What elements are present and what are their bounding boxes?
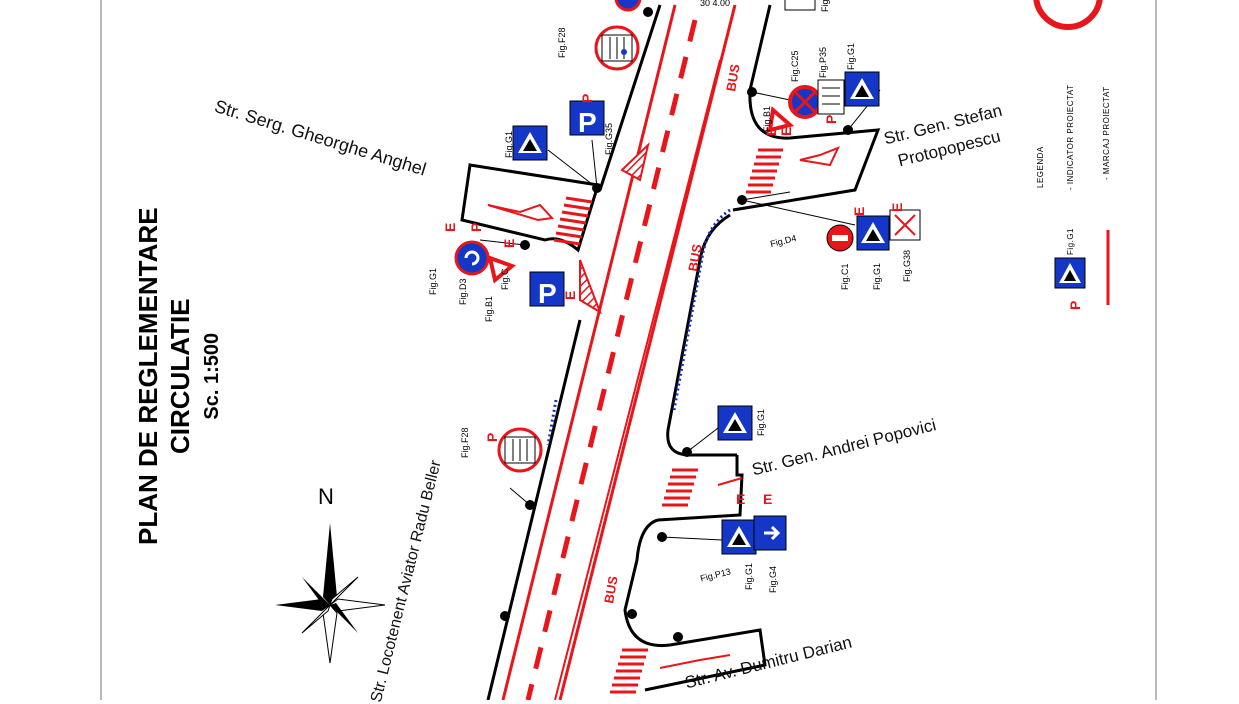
sign-c1-noentry	[826, 224, 854, 252]
fig-label: Fig.P35	[820, 0, 830, 12]
compass-rose	[275, 523, 386, 664]
sign-b1-triangle-a	[487, 254, 516, 284]
red-edge-line-west	[501, 4, 677, 700]
marker-p-4: P	[823, 115, 839, 124]
fig-label: Fig.C	[500, 268, 510, 290]
sign-b1-triangle-b	[767, 106, 795, 133]
svg-text:P: P	[538, 278, 557, 309]
anghel-arrow	[487, 203, 555, 222]
darian-arrow	[659, 654, 731, 669]
hatched-island-1	[620, 141, 650, 182]
popovici-street-outline	[657, 455, 744, 522]
fig-label: Fig.G38	[902, 249, 912, 282]
crosswalk-protopopescu	[746, 148, 783, 194]
darian-street-outline	[644, 628, 767, 692]
main-road-west-curb-lower	[486, 319, 582, 700]
sign-blue-g4	[753, 515, 787, 551]
fig-label: Fig.G1	[744, 562, 754, 590]
north-letter: N	[318, 484, 334, 509]
svg-text:P: P	[578, 107, 597, 138]
legend-sample-fig: Fig.G1	[1066, 227, 1075, 255]
title-block: PLAN DE REGLEMENTARE CIRCULATIE Sc. 1:50…	[132, 207, 228, 545]
curb-blue-mark-1	[672, 208, 731, 411]
marker-e-5: E	[763, 127, 779, 136]
fig-label: Fig.G1	[428, 267, 438, 295]
sign-round-blue-top	[614, 0, 642, 12]
drawing-frame-left	[100, 0, 102, 700]
sign-c25-noparking	[788, 85, 822, 119]
title-line-1: PLAN DE REGLEMENTARE	[133, 207, 163, 545]
fig-label: Fig.G35	[604, 122, 614, 155]
marker-e-6: E	[851, 207, 867, 216]
fig-label: Fig.B1	[762, 105, 772, 132]
sign-blue-g1-d	[717, 405, 753, 441]
sign-blue-g1-a	[512, 125, 548, 161]
marker-p-3: P	[484, 433, 500, 442]
bus-marking-1: BUS	[723, 63, 743, 93]
sign-leader-lines	[479, 89, 881, 541]
fig-label: Fig.B1	[484, 295, 494, 322]
fig-label: Fig.D3	[458, 278, 468, 305]
marker-e-4: E	[778, 127, 794, 136]
sign-blue-parking-b: P	[529, 271, 565, 309]
legend-item-marking: - MARCAJ PROIECTAT	[1102, 86, 1111, 180]
bus-marking-2: BUS	[685, 243, 705, 273]
dimension-label: 30 4.00	[700, 0, 730, 8]
main-road-east-curb-upper	[748, 4, 772, 91]
marker-e-2: E	[501, 239, 517, 248]
sign-g38	[889, 209, 921, 241]
sign-blue-g1-b	[844, 71, 880, 107]
marker-e-8: E	[736, 491, 745, 507]
title-line-2: CIRCULATIE	[165, 298, 195, 454]
marker-e-9: E	[763, 491, 772, 507]
sign-blue-legend	[1054, 257, 1086, 289]
marker-p-legend: P	[1067, 301, 1083, 310]
sign-p35	[817, 79, 845, 115]
sign-blue-g1-c	[856, 215, 890, 251]
sign-p35-top	[784, 0, 816, 11]
red-center-dashed	[525, 19, 698, 700]
legend-item-sign: - INDICATOR PROIECTAT	[1066, 84, 1075, 190]
fig-label: Fig.G4	[768, 565, 778, 593]
sign-f28-a	[594, 25, 640, 71]
marker-p-1: P	[468, 223, 484, 232]
main-road-east-curb-lower	[623, 518, 671, 648]
main-road-west-curb	[598, 4, 662, 191]
fig-label: Fig.G1	[846, 42, 856, 70]
sign-blue-parking-a: P	[569, 100, 605, 138]
sign-f28-b	[497, 427, 543, 473]
sign-blue-g1-e	[721, 519, 757, 555]
fig-label: Fig.G1	[872, 262, 882, 290]
hatched-island-2	[579, 259, 602, 315]
sign-top-right-round	[1033, 0, 1103, 30]
crosswalk-popovici	[662, 468, 698, 507]
marker-e-7: E	[889, 203, 905, 212]
popovici-arrow	[717, 477, 743, 486]
fig-label: Fig.G1	[504, 130, 514, 158]
protopopescu-arrow	[799, 146, 840, 167]
fig-label: Fig.F28	[460, 427, 470, 458]
main-road-east-curb-mid	[666, 213, 737, 457]
fig-label: Fig.C1	[840, 263, 850, 290]
marker-e-3: E	[562, 291, 578, 300]
marker-letters: P E E E P P E E P E E E E P	[442, 94, 1083, 507]
sign-d3	[454, 240, 490, 276]
bus-marking-3: BUS	[601, 575, 621, 605]
marker-p-2: P	[579, 94, 595, 103]
fig-label: Fig.F28	[557, 27, 567, 58]
fig-label: Fig.P35	[818, 46, 828, 78]
crosswalk-anghel	[553, 196, 593, 246]
red-edge-line-east	[558, 4, 737, 700]
red-lane-line-east-2	[554, 59, 721, 700]
marker-e-1: E	[442, 223, 458, 232]
legend-title: LEGENDA	[1036, 146, 1045, 188]
fig-label: Fig.C25	[790, 50, 800, 82]
fig-label: Fig.G1	[756, 408, 766, 436]
drawing-frame-right	[1155, 0, 1157, 700]
title-scale: Sc. 1:500	[201, 332, 223, 420]
crosswalk-darian	[610, 648, 648, 694]
